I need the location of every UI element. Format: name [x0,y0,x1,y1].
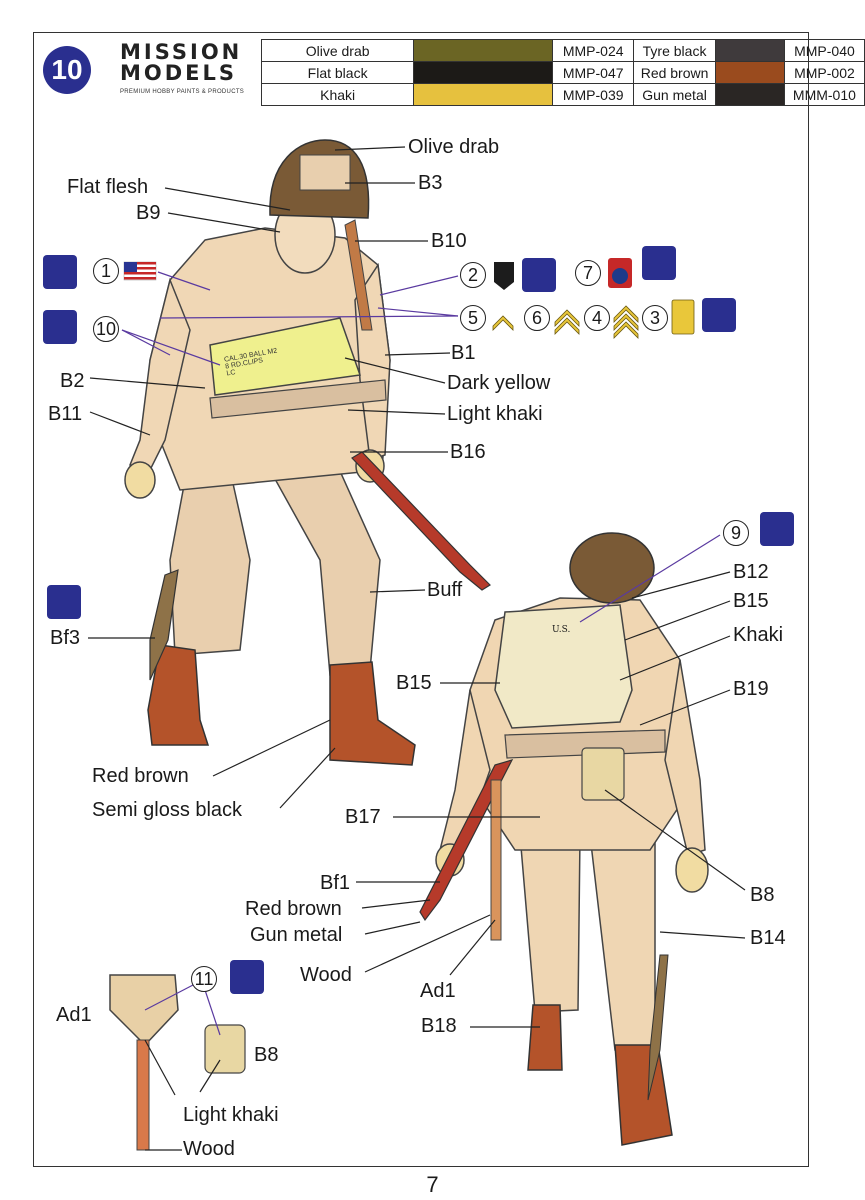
paint-name: Flat black [260,61,415,84]
callout-red-brown: Red brown [92,765,189,787]
eagle-patch-icon [494,262,514,290]
unit-insignia-icon [47,585,81,619]
callout-light-khaki: Light khaki [447,403,543,425]
callout-light-khaki-2: Light khaki [183,1104,279,1126]
decal-number: 7 [575,260,601,286]
callout-bf3: Bf3 [50,627,81,649]
paint-table: Olive drab MMP-024 Tyre black MMP-040 Fl… [260,39,865,106]
paint-swatch [714,39,785,62]
unit-insignia-icon [230,960,264,994]
callout-semi-gloss-black: Semi gloss black [92,799,243,821]
decal-leader-lines [121,271,721,1036]
decal-number: 4 [584,305,610,331]
unit-insignia-icon [522,258,556,292]
decal-number: 1 [93,258,119,284]
callout-b16: B16 [450,441,486,463]
paint-name: Gun metal [633,83,716,106]
callout-dark-yellow: Dark yellow [447,372,551,394]
paint-code: MMP-040 [783,39,865,62]
decal-number: 11 [191,966,217,992]
callout-b18: B18 [421,1015,457,1037]
decal-number: 2 [460,262,486,288]
rank-chevron-icons [492,299,695,339]
page-number: 7 [426,1172,439,1197]
callout-khaki: Khaki [733,624,784,646]
decal-number: 9 [723,520,749,546]
pack-stencil: U.S. [552,625,571,635]
front-soldier-figure [124,139,491,766]
paint-swatch [714,83,785,106]
callout-b15-right: B15 [733,590,769,612]
unit-insignia-icon [43,310,77,344]
airborne-patch-icon [608,258,632,288]
brand-line-2: MODELS [120,61,238,85]
callout-red-brown-2: Red brown [245,898,342,920]
us-flag-icon [123,261,157,281]
rear-soldier-figure [419,532,709,1146]
callout-b19: B19 [733,678,769,700]
entrenching-tool-drawing [109,974,179,1151]
callout-b17: B17 [345,806,381,828]
paint-swatch [413,83,554,106]
paint-name: Tyre black [633,39,716,62]
paint-row: Khaki MMP-039 Gun metal MMM-010 [260,83,865,106]
page-frame [33,32,809,1167]
decal-number: 6 [524,305,550,331]
callout-buff: Buff [427,579,463,601]
paint-code: MMM-010 [783,83,865,106]
unit-insignia-icon [642,246,676,280]
paint-row: Olive drab MMP-024 Tyre black MMP-040 [260,39,865,62]
canteen-drawing [204,1024,246,1074]
callout-b14: B14 [750,927,786,949]
callout-b8-left: B8 [254,1044,279,1066]
callout-wood-2: Wood [183,1138,235,1160]
callout-b2: B2 [60,370,85,392]
decal-number: 10 [93,316,119,342]
callout-b12: B12 [733,561,769,583]
callout-gun-metal: Gun metal [250,924,343,946]
paint-swatch [413,61,554,84]
callout-b11: B11 [48,403,83,425]
brand-logo: MISSION MODELS PREMIUM HOBBY PAINTS & PR… [120,40,260,96]
callout-bf1: Bf1 [320,872,351,894]
decal-number: 5 [460,305,486,331]
callout-b1: B1 [451,342,476,364]
callout-ad1-left: Ad1 [56,1004,92,1026]
callout-flat-flesh: Flat flesh [67,176,149,198]
callout-b10: B10 [431,230,467,252]
paint-name: Khaki [260,83,415,106]
brand-line-1: MISSION [120,40,243,64]
callout-b3: B3 [418,172,443,194]
unit-insignia-icon [760,512,794,546]
unit-insignia-icon [702,298,736,332]
decal-number: 3 [642,305,668,331]
unit-insignia-icon [43,255,77,289]
callout-wood: Wood [300,964,352,986]
step-number-badge: 10 [43,46,91,94]
callout-b8-right: B8 [750,884,775,906]
callout-b15-left: B15 [396,672,432,694]
callout-olive-drab: Olive drab [408,136,500,158]
leader-lines [88,146,746,1151]
callout-ad1-center: Ad1 [420,980,456,1002]
brand-tagline: PREMIUM HOBBY PAINTS & PRODUCTS [120,89,245,95]
callout-b9: B9 [136,202,161,224]
